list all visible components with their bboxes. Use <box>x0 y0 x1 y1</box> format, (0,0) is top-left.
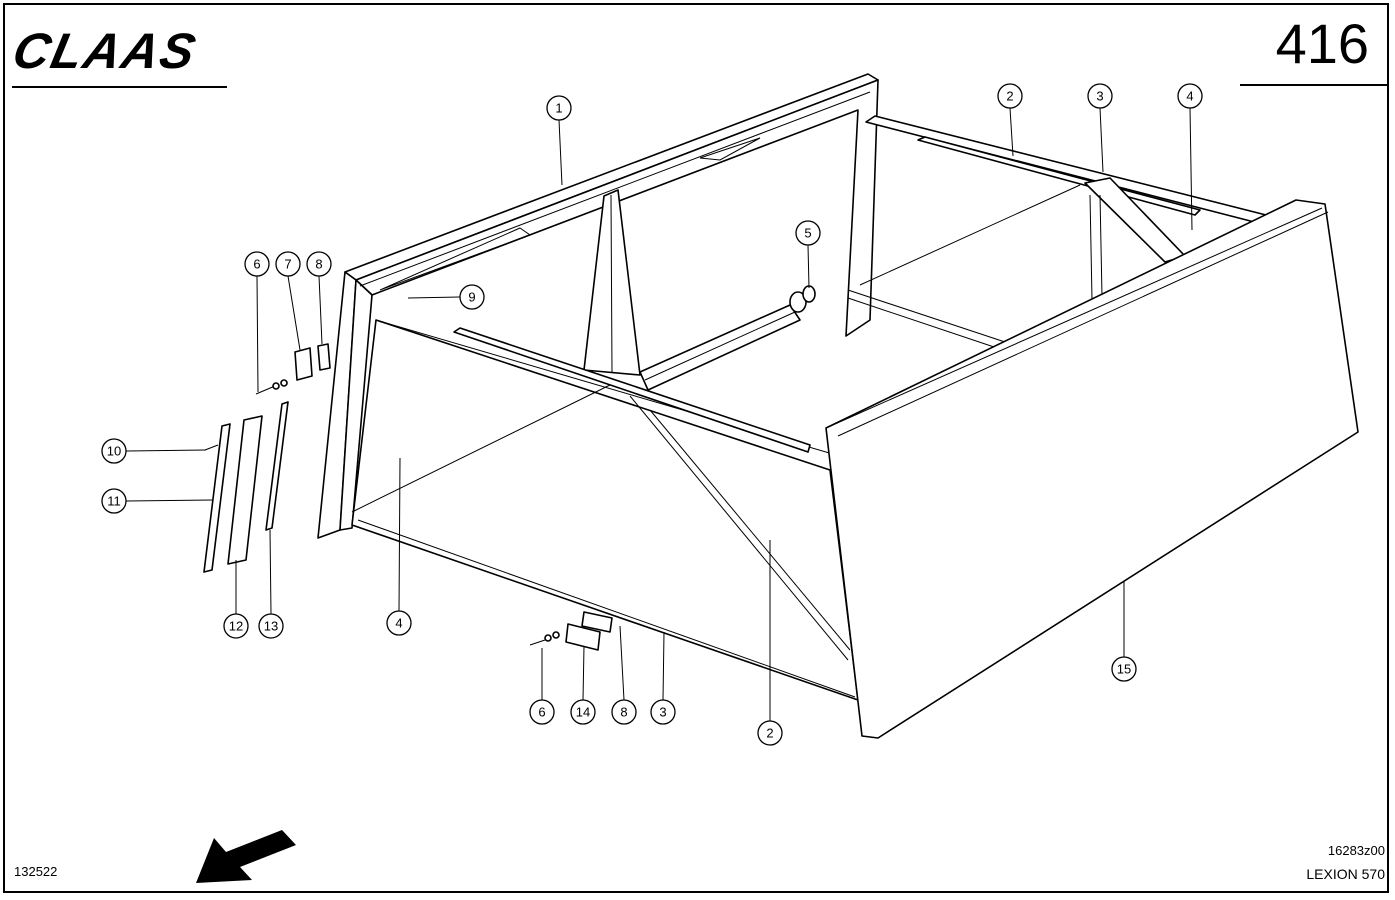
callout-10: 10 <box>101 438 127 464</box>
svg-text:5: 5 <box>804 226 811 241</box>
callout-4-lower: 4 <box>386 610 412 636</box>
svg-text:10: 10 <box>107 444 121 459</box>
direction-arrow-icon <box>196 830 296 883</box>
callout-5: 5 <box>795 220 821 246</box>
logo-rule <box>12 86 227 88</box>
drawing-frame <box>3 3 1389 893</box>
top-rail-right-part <box>859 115 1271 301</box>
callout-13: 13 <box>258 613 284 639</box>
svg-text:15: 15 <box>1117 662 1131 677</box>
svg-text:11: 11 <box>107 494 121 509</box>
callout-1: 1 <box>546 95 572 121</box>
svg-text:4: 4 <box>395 616 402 631</box>
callout-3-lower: 3 <box>650 699 676 725</box>
hardware-group-upper <box>203 343 331 573</box>
svg-text:6: 6 <box>253 257 260 272</box>
svg-text:12: 12 <box>229 619 243 634</box>
callout-6-lower: 6 <box>529 699 555 725</box>
cross-shaft-part <box>639 285 1006 391</box>
drawing-code: 16283z00 <box>1327 843 1385 858</box>
svg-text:1: 1 <box>555 101 562 116</box>
svg-text:13: 13 <box>264 619 278 634</box>
svg-text:7: 7 <box>284 257 291 272</box>
svg-text:2: 2 <box>766 726 773 741</box>
svg-text:2: 2 <box>1006 89 1013 104</box>
machine-model: LEXION 570 <box>1306 866 1385 882</box>
page-number-rule <box>1240 84 1388 86</box>
page-number: 416 <box>1275 12 1369 75</box>
leader-lines <box>125 107 1193 721</box>
callout-14: 14 <box>570 699 596 725</box>
callout-2-top: 2 <box>997 83 1023 109</box>
callout-15: 15 <box>1111 656 1137 682</box>
callout-8-lower: 8 <box>611 699 637 725</box>
svg-text:3: 3 <box>1096 89 1103 104</box>
callout-3-top: 3 <box>1087 83 1113 109</box>
callout-11: 11 <box>101 488 127 514</box>
callout-4-top: 4 <box>1177 83 1203 109</box>
callout-2-lower: 2 <box>757 720 783 746</box>
svg-text:14: 14 <box>576 705 590 720</box>
svg-text:8: 8 <box>620 705 627 720</box>
callout-7: 7 <box>275 251 301 277</box>
callout-6-upper: 6 <box>244 251 270 277</box>
document-id: 132522 <box>14 864 58 879</box>
callout-8-upper: 8 <box>306 251 332 277</box>
front-panel-part <box>825 199 1359 739</box>
svg-text:4: 4 <box>1186 89 1193 104</box>
svg-text:6: 6 <box>538 705 545 720</box>
svg-text:8: 8 <box>315 257 322 272</box>
rear-frame-part <box>317 73 879 539</box>
callout-12: 12 <box>223 613 249 639</box>
side-wall-left-part <box>351 319 861 701</box>
hardware-group-lower <box>529 611 613 651</box>
svg-text:3: 3 <box>659 705 666 720</box>
svg-text:9: 9 <box>468 290 475 305</box>
callout-9: 9 <box>459 284 485 310</box>
